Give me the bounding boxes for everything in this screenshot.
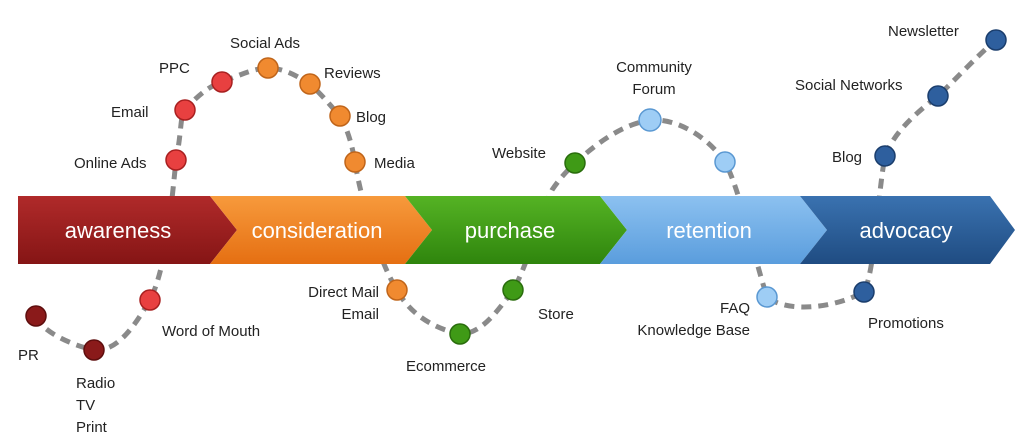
dot-social-ads [257,57,279,79]
dot-ecommerce [449,323,471,345]
label-newsletter: Newsletter [888,23,959,40]
label-blog: Blog [356,109,386,126]
dot-online-ads [165,149,187,171]
label-forum: Forum [632,81,675,98]
label-advocacy-blog: Blog [832,149,862,166]
dot-email [174,99,196,121]
stage-awareness: awareness [18,196,237,264]
dot-radio [83,339,105,361]
dot-promotions [853,281,875,303]
stage-purchase: purchase [405,196,627,264]
label-word-of-mouth: Word of Mouth [162,323,260,340]
label-social-networks: Social Networks [795,77,903,94]
dot-blog [329,105,351,127]
stage-retention-label: retention [666,218,752,243]
label-online-ads: Online Ads [74,155,147,172]
dot-pr [25,305,47,327]
label-community: Community [616,59,692,76]
stage-consideration: consideration [210,196,432,264]
dot-community-forum [638,108,662,132]
label-print: Print [76,419,108,436]
dot-faq [756,286,778,308]
dot-ppc [211,71,233,93]
label-knowledge-base: Knowledge Base [637,322,750,339]
label-email: Email [111,104,149,121]
label-radio: Radio [76,375,115,392]
dot-advocacy-blog [874,145,896,167]
dot-retention [714,151,736,173]
stage-retention: retention [600,196,827,264]
label-tv: TV [76,397,95,414]
dot-newsletter [985,29,1007,51]
label-store: Store [538,306,574,323]
dot-social-networks [927,85,949,107]
dot-reviews [299,73,321,95]
label-direct-mail-email: Email [341,306,379,323]
stage-advocacy-label: advocacy [860,218,953,243]
touchpoint-dots [25,29,1007,361]
stage-awareness-label: awareness [65,218,171,243]
dot-store [502,279,524,301]
dot-media [344,151,366,173]
dot-website [564,152,586,174]
label-promotions: Promotions [868,315,944,332]
label-media: Media [374,155,416,172]
label-faq: FAQ [720,300,750,317]
label-social-ads: Social Ads [230,35,300,52]
stage-arrows: awareness consideration purchase retenti… [18,196,1015,264]
label-reviews: Reviews [324,65,381,82]
label-direct-mail: Direct Mail [308,284,379,301]
touchpoint-labels: PR Radio TV Print Word of Mouth Online A… [18,23,959,436]
dot-direct-mail [386,279,408,301]
label-ppc: PPC [159,60,190,77]
stage-purchase-label: purchase [465,218,556,243]
label-ecommerce: Ecommerce [406,358,486,375]
dot-word-of-mouth [139,289,161,311]
label-pr: PR [18,347,39,364]
label-website: Website [492,145,546,162]
stage-advocacy: advocacy [800,196,1015,264]
stage-consideration-label: consideration [252,218,383,243]
